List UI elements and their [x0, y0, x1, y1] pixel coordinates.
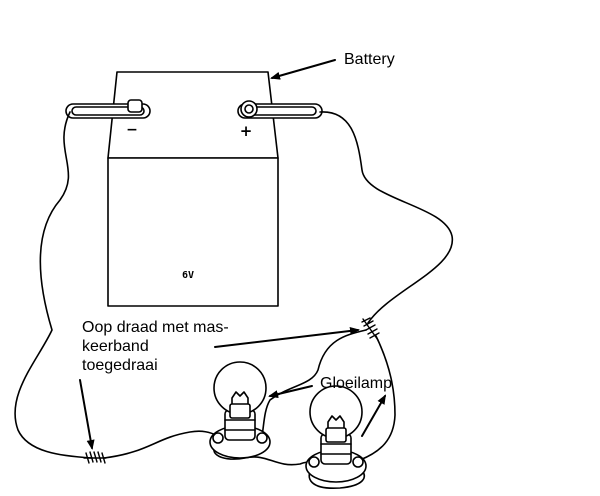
wire-right-joint-to-bulb2 [359, 335, 396, 461]
wire-negative-to-left-joint [14, 111, 93, 459]
wire-positive-to-right-joint [319, 111, 453, 324]
battery-arrow [270, 59, 336, 80]
battery-label: Battery [344, 51, 395, 68]
bulb-2-screw-right [352, 456, 364, 468]
wire-left-joint-to-bulb1 [103, 430, 219, 459]
bulb-1 [209, 361, 271, 459]
battery: − + 6V [65, 71, 323, 307]
plus-symbol: + [240, 122, 253, 140]
right-wire-joint [361, 317, 380, 341]
bulb-2-screw-left [308, 456, 320, 468]
bulb-arrow-2 [361, 394, 386, 437]
wire-right-joint-to-bulb1 [261, 329, 367, 437]
wire-bulb2-bottom [308, 467, 365, 489]
bulb-label: Gloeilamp [320, 375, 393, 392]
bulb-2-filament [327, 415, 345, 437]
battery-body [107, 157, 279, 307]
left-wire-joint [83, 451, 107, 464]
battery-voltage-label: 6V [182, 270, 194, 281]
bulb-2 [305, 385, 367, 483]
negative-terminal [65, 99, 151, 119]
tape-label-line1: Oop draad met mas- [82, 319, 229, 336]
positive-terminal [237, 100, 323, 119]
tape-arrow-left [79, 379, 95, 450]
bulb-1-screw-left [212, 432, 224, 444]
minus-symbol: − [126, 122, 138, 138]
bulb-1-filament [231, 391, 249, 413]
tape-label-line2: keerband [82, 338, 149, 355]
tape-label-line3: toegedraai [82, 357, 158, 374]
bulb-arrow-1 [268, 385, 313, 399]
tape-arrow-right [214, 326, 360, 348]
bulb-1-screw-right [256, 432, 268, 444]
